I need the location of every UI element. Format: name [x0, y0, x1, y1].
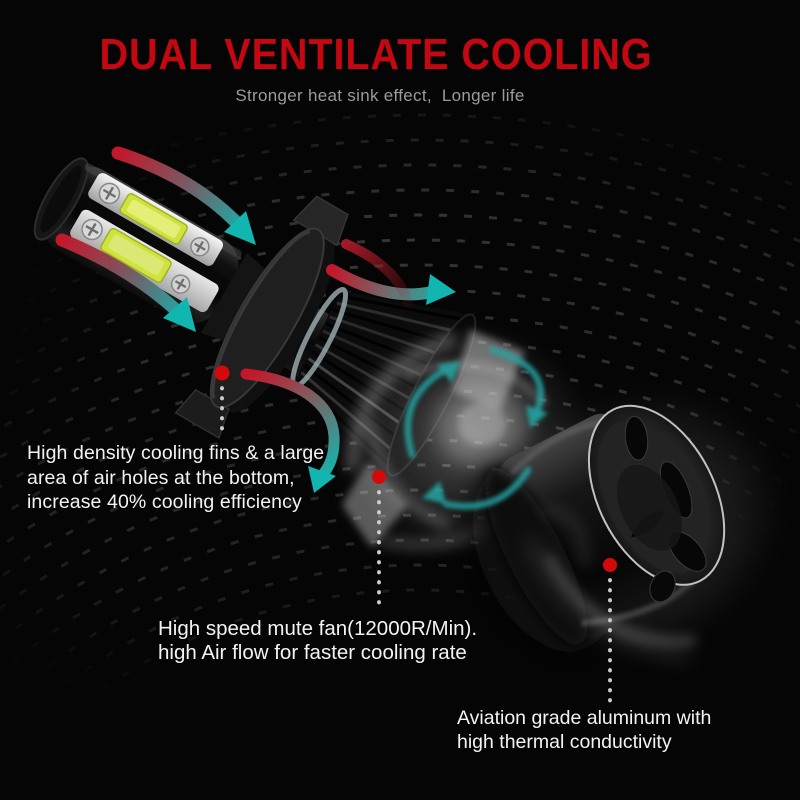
cap-vent-hole [649, 570, 676, 603]
callout-text-line: increase 40% cooling efficiency [27, 491, 302, 513]
callout-fins-text: High density cooling fins & a large area… [27, 441, 324, 515]
callout-marker-aluminum [603, 558, 617, 705]
fan-rotation-arrows [404, 346, 548, 510]
callout-text-line: high Air flow for faster cooling rate [158, 641, 467, 664]
callout-marker-fan [372, 470, 386, 612]
h7-flange [174, 195, 349, 439]
airflow-arrow-top [111, 146, 256, 245]
callout-dot [372, 470, 386, 484]
callout-text-line: High density cooling fins & a large [27, 442, 325, 464]
led-strip-upper [88, 173, 224, 266]
callout-dot [603, 558, 617, 572]
callout-text-line: Aviation grade aluminum with [457, 707, 712, 729]
callout-aluminum-text: Aviation grade aluminum with high therma… [457, 707, 711, 754]
callout-fan-text: High speed mute fan(12000R/Min). high Ai… [158, 617, 477, 665]
led-strip-lower [70, 209, 219, 313]
callout-text-line: High speed mute fan(12000R/Min). [158, 617, 478, 640]
callout-marker-fins [214, 365, 230, 440]
callout-dot [214, 365, 230, 381]
airflow-red-arc [341, 239, 415, 313]
fan-blade [342, 462, 408, 548]
airflow-arrow-swirl [240, 368, 340, 493]
airflow-arrow-mid [326, 264, 456, 305]
cap-vent-hole [624, 415, 649, 461]
airflow-arrow-bottom [55, 233, 196, 332]
callout-text-line: high thermal conductivity [457, 730, 672, 753]
callout-text-line: area of air holes at the bottom, [27, 466, 295, 489]
bulb-head [33, 157, 349, 439]
page-subtitle: Stronger heat sink effect, Longer life [235, 86, 525, 105]
aluminum-cap [472, 387, 783, 657]
page-title: DUAL VENTILATE COOLING [99, 30, 653, 79]
